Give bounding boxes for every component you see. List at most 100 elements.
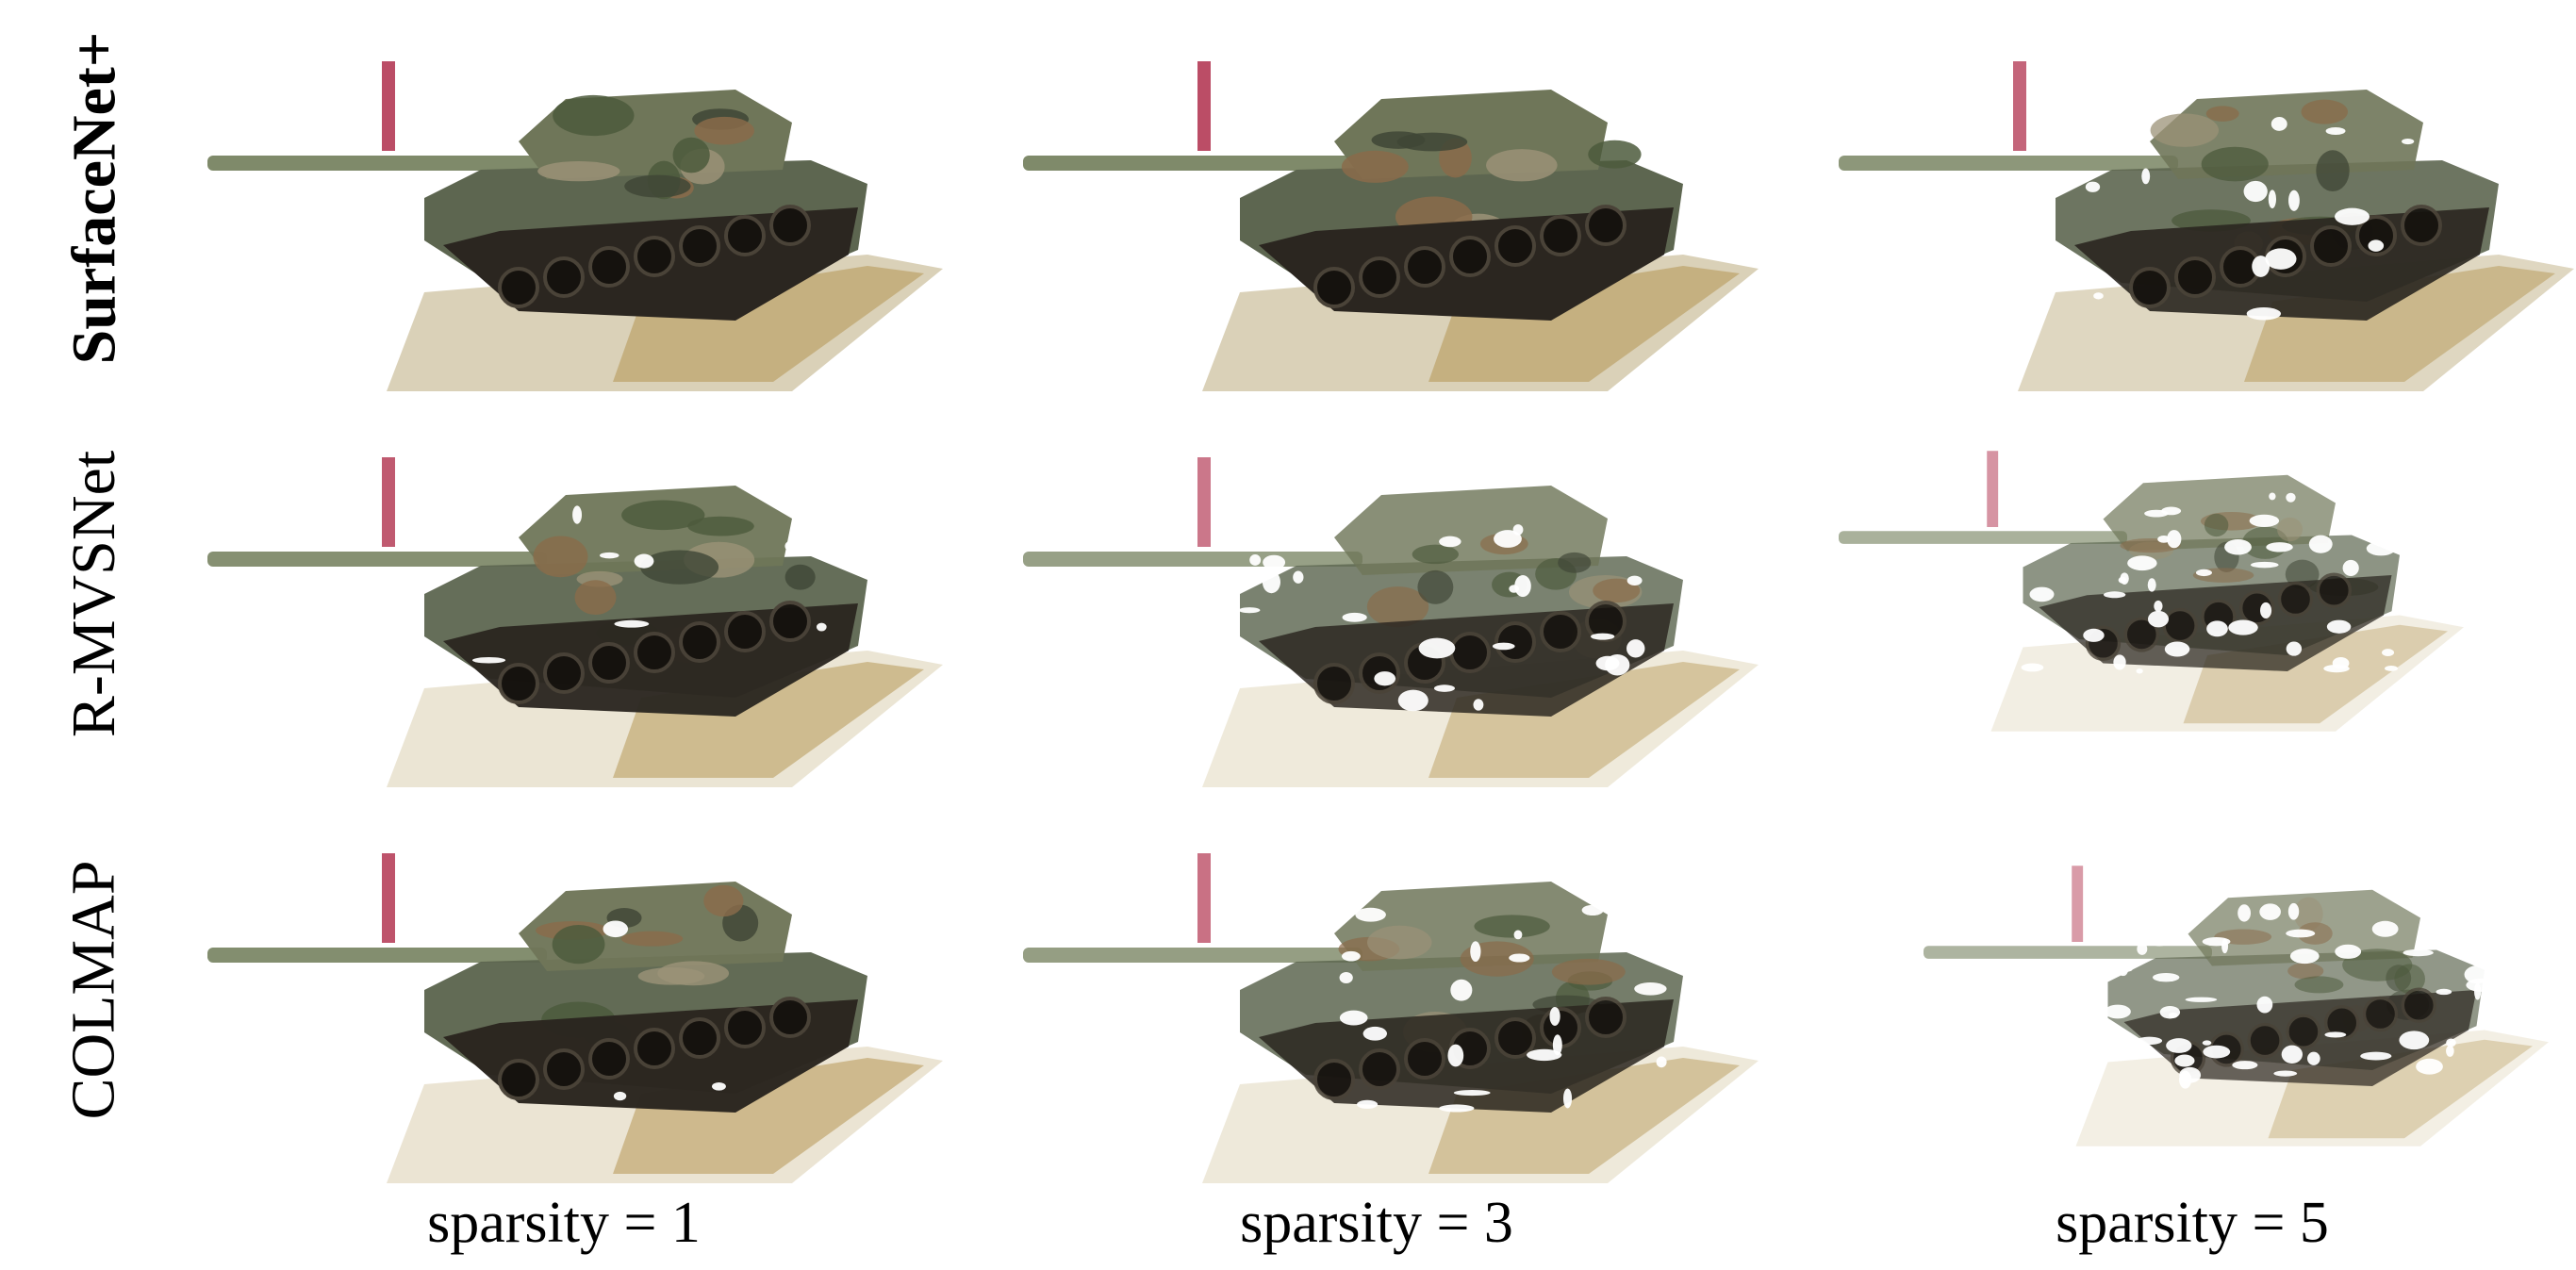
sign-post: [382, 61, 395, 151]
tank-point-cloud: [1924, 866, 2549, 1146]
road-wheel: [2362, 996, 2399, 1032]
missing-point-hole: [2268, 190, 2277, 209]
missing-point-hole: [2366, 541, 2396, 556]
missing-point-hole: [1293, 570, 1304, 584]
missing-point-hole: [2067, 488, 2093, 506]
missing-point-hole: [2147, 578, 2156, 592]
gun-barrel: [207, 156, 547, 171]
missing-point-hole: [2436, 988, 2452, 996]
missing-point-hole: [2167, 530, 2182, 549]
sign-post: [1197, 61, 1211, 151]
missing-point-hole: [634, 553, 654, 569]
missing-point-hole: [2425, 906, 2434, 925]
road-wheel: [1494, 621, 1536, 663]
sign-post: [1987, 451, 1999, 527]
missing-point-hole: [1341, 950, 1361, 962]
camo-patch: [640, 550, 719, 585]
missing-point-hole: [2206, 620, 2228, 637]
missing-point-hole: [1339, 1010, 1368, 1026]
road-wheel: [1359, 1048, 1400, 1090]
missing-point-hole: [1473, 699, 1484, 711]
missing-point-hole: [2093, 292, 2104, 300]
missing-point-hole: [784, 539, 803, 553]
missing-point-hole: [2273, 1070, 2298, 1077]
missing-point-hole: [1562, 1088, 1573, 1109]
road-wheel: [679, 225, 720, 267]
camo-patch: [1486, 149, 1558, 182]
road-wheel: [2174, 256, 2216, 298]
missing-point-hole: [1397, 689, 1428, 712]
missing-point-hole: [2185, 997, 2218, 1002]
missing-point-hole: [1552, 1034, 1562, 1056]
camo-patch: [2204, 513, 2229, 537]
camo-patch: [2287, 963, 2324, 980]
column-label-sparsity-5: sparsity = 5: [2056, 1191, 2329, 1255]
camo-patch: [1558, 552, 1592, 573]
reconstruction-colmap-sparsity-5: [1839, 811, 2576, 1207]
reconstruction-colmap-sparsity-3: [1023, 811, 1796, 1207]
missing-point-hole: [2266, 542, 2293, 553]
missing-point-hole: [2286, 929, 2316, 938]
missing-point-hole: [2416, 1058, 2443, 1075]
missing-point-hole: [2118, 576, 2127, 584]
tank-point-cloud: [1839, 61, 2574, 391]
gun-barrel: [1023, 156, 1362, 171]
sign-post: [1197, 853, 1211, 943]
road-wheel: [543, 1048, 585, 1090]
missing-point-hole: [2232, 1061, 2258, 1070]
camo-patch: [1593, 578, 1641, 603]
tank-point-cloud: [207, 61, 943, 391]
road-wheel: [1494, 1017, 1536, 1059]
missing-point-hole: [711, 1081, 726, 1091]
missing-point-hole: [1305, 498, 1339, 521]
camo-patch: [2205, 106, 2239, 122]
column-label-sparsity-3: sparsity = 3: [1240, 1191, 1513, 1255]
missing-point-hole: [1262, 570, 1280, 594]
camo-patch: [694, 116, 754, 145]
missing-point-hole: [1591, 633, 1615, 640]
missing-point-hole: [2281, 1045, 2304, 1064]
missing-point-hole: [613, 1091, 627, 1101]
missing-point-hole: [1470, 941, 1481, 963]
missing-point-hole: [2103, 591, 2126, 599]
missing-point-hole: [2469, 956, 2480, 965]
camo-patch: [1412, 544, 1459, 565]
sign-post: [2013, 61, 2026, 151]
missing-point-hole: [2286, 492, 2296, 503]
road-wheel: [1404, 246, 1445, 288]
road-wheel: [498, 267, 539, 308]
missing-point-hole: [1453, 1089, 1491, 1097]
missing-point-hole: [1279, 533, 1291, 545]
gun-barrel: [1839, 531, 2127, 544]
missing-point-hole: [572, 505, 583, 524]
road-wheel: [2277, 581, 2314, 618]
sign-post: [1197, 457, 1211, 547]
missing-point-hole: [2136, 668, 2143, 674]
camo-patch: [624, 174, 691, 198]
missing-point-hole: [2152, 973, 2180, 982]
road-wheel: [2401, 987, 2437, 1023]
missing-point-hole: [2402, 139, 2415, 145]
camo-patch: [537, 160, 620, 182]
reconstruction-colmap-sparsity-1: [207, 811, 981, 1207]
missing-point-hole: [2148, 610, 2170, 628]
missing-point-hole: [2256, 996, 2273, 1014]
road-wheel: [1313, 663, 1355, 704]
camo-patch: [1396, 132, 1468, 152]
camo-patch: [533, 536, 588, 578]
missing-point-hole: [2118, 964, 2129, 977]
missing-point-hole: [1439, 1104, 1475, 1113]
missing-point-hole: [1450, 979, 1473, 1001]
missing-point-hole: [1492, 642, 1515, 651]
camo-patch: [2293, 897, 2323, 932]
missing-point-hole: [2288, 190, 2300, 211]
missing-point-hole: [1356, 1099, 1379, 1109]
road-wheel: [2162, 607, 2198, 644]
missing-point-hole: [2228, 619, 2258, 635]
missing-point-hole: [1355, 907, 1386, 922]
camo-patch: [672, 137, 710, 173]
missing-point-hole: [1549, 1006, 1560, 1026]
camo-patch: [687, 516, 754, 536]
missing-point-hole: [2435, 936, 2467, 953]
camo-patch: [621, 500, 705, 531]
